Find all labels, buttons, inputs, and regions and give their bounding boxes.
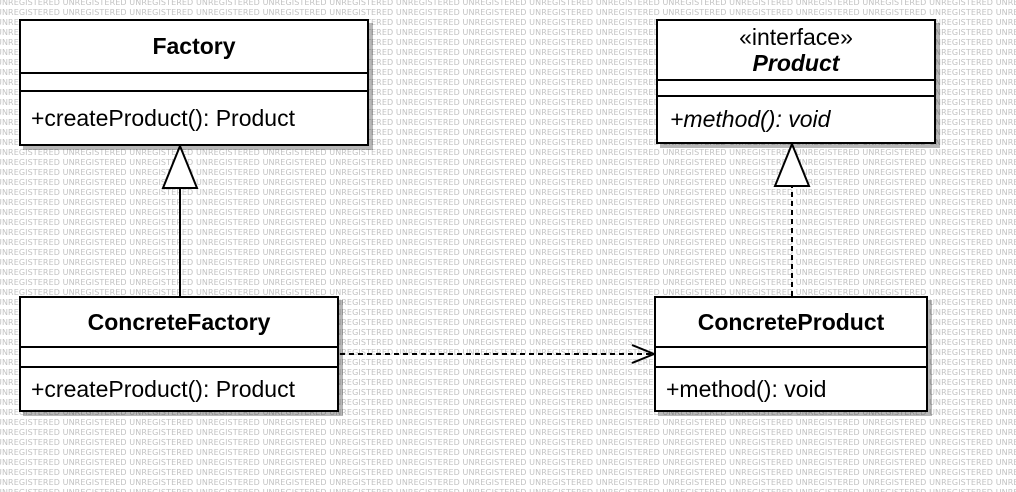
class-name: Factory (152, 33, 236, 59)
attributes-compartment (658, 81, 934, 97)
operation-create-product: +createProduct(): Product (31, 104, 295, 131)
operations-compartment: +method(): void (656, 368, 926, 410)
class-name-compartment: «interface» Product (658, 21, 934, 81)
class-name-compartment: ConcreteProduct (656, 298, 926, 348)
operation-method: +method(): void (666, 375, 827, 402)
operation-method: +method(): void (670, 106, 831, 132)
class-concrete-factory[interactable]: ConcreteFactory +createProduct(): Produc… (19, 296, 339, 412)
stereotype-label: «interface» (739, 24, 853, 50)
class-factory[interactable]: Factory +createProduct(): Product (19, 19, 369, 146)
class-product-interface[interactable]: «interface» Product +method(): void (656, 19, 936, 144)
class-name: ConcreteFactory (87, 308, 271, 335)
attributes-compartment (656, 348, 926, 368)
class-name: Product (752, 50, 840, 76)
generalization-arrowhead (161, 143, 199, 189)
class-concrete-product[interactable]: ConcreteProduct +method(): void (654, 296, 928, 412)
class-name: ConcreteProduct (697, 308, 885, 335)
operation-create-product: +createProduct(): Product (31, 375, 295, 402)
attributes-compartment (21, 74, 367, 92)
class-name-compartment: Factory (21, 21, 367, 74)
operations-compartment: +createProduct(): Product (21, 92, 367, 144)
operations-compartment: +createProduct(): Product (21, 368, 337, 410)
operations-compartment: +method(): void (658, 97, 934, 142)
attributes-compartment (21, 348, 337, 368)
class-name-compartment: ConcreteFactory (21, 298, 337, 348)
realization-arrowhead (773, 141, 811, 187)
